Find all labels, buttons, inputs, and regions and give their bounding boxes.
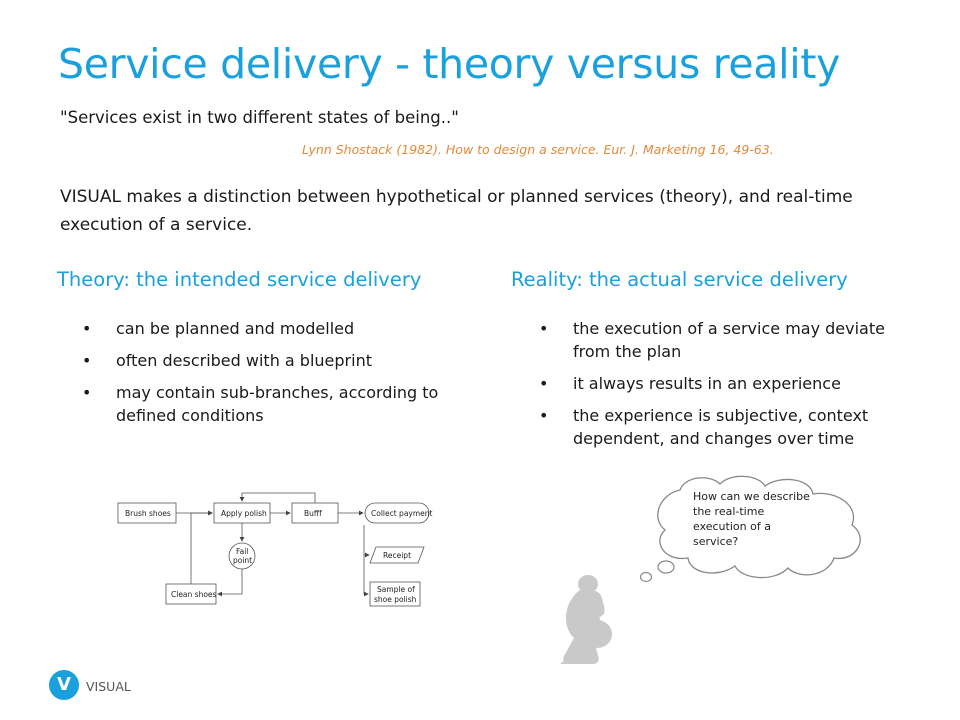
thought-text: How can we describe the real-time execut… xyxy=(693,490,810,548)
service-blueprint-diagram: Brush shoes Apply polish Bufff Collect p… xyxy=(117,492,433,607)
point-label: point xyxy=(233,556,252,565)
reality-bullet: the experience is subjective, context de… xyxy=(535,404,915,450)
slide-title: Service delivery - theory versus reality xyxy=(58,40,841,88)
thinker-figure-icon xyxy=(560,575,612,664)
reality-heading: Reality: the actual service delivery xyxy=(511,268,848,291)
citation: Lynn Shostack (1982). How to design a se… xyxy=(302,142,774,157)
theory-heading: Theory: the intended service delivery xyxy=(57,268,422,291)
reality-bullet-list: the execution of a service may deviate f… xyxy=(535,317,915,459)
thought-bubble xyxy=(639,475,861,583)
theory-bullet-list: can be planned and modelled often descri… xyxy=(78,317,478,436)
sample-label-1: Sample of xyxy=(377,585,415,594)
theory-bullet: often described with a blueprint xyxy=(78,349,478,372)
reality-bullet: the execution of a service may deviate f… xyxy=(535,317,915,363)
visual-logo-icon: V xyxy=(49,670,79,700)
intro-paragraph: VISUAL makes a distinction between hypot… xyxy=(60,187,853,235)
buff-label: Bufff xyxy=(304,509,322,518)
quote: "Services exist in two different states … xyxy=(60,108,459,127)
sample-box xyxy=(369,581,421,607)
fail-label: Fail xyxy=(236,547,248,556)
receipt-label: Receipt xyxy=(383,551,411,560)
apply-polish-label: Apply polish xyxy=(221,509,267,518)
collect-payment-label: Collect payment xyxy=(371,509,433,518)
sample-label-2: shoe polish xyxy=(374,595,417,604)
visual-logo-text: VISUAL xyxy=(86,679,131,694)
theory-bullet: may contain sub-branches, according to d… xyxy=(78,381,478,427)
reality-bullet: it always results in an experience xyxy=(535,372,915,395)
receipt-shape xyxy=(369,546,425,564)
theory-bullet: can be planned and modelled xyxy=(78,317,478,340)
brush-shoes-label: Brush shoes xyxy=(125,509,171,518)
collect-payment-box xyxy=(364,502,430,524)
clean-shoes-label: Clean shoes xyxy=(171,590,217,599)
